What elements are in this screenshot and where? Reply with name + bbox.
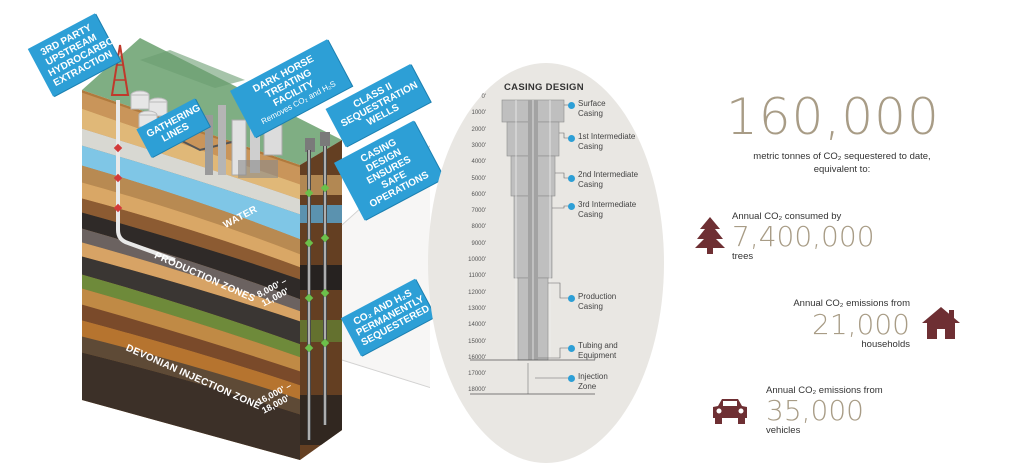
depth-tick: 4000' [471,159,487,166]
households-unit: households [861,339,910,350]
depth-tick: 6000' [471,191,487,198]
house-icon [922,307,960,339]
depth-tick: 16000' [468,354,486,361]
water-layer [82,145,300,240]
casing-marker [568,295,575,302]
car-icon [713,399,747,424]
depth-tick: 14000' [468,322,486,329]
depth-tick: 11000' [468,273,486,280]
drilling-rig-icon [110,44,130,96]
treating-facility-icon [205,105,283,178]
casing-marker [568,102,575,109]
depth-tick: 18000' [468,387,486,394]
casing-marker [568,135,575,142]
depth-tick: 13000' [468,305,486,312]
casing-title: CASING DESIGN [504,82,584,93]
earth-cross-section [82,38,430,460]
depth-tick: 1000' [471,110,487,117]
injection-wells [304,132,330,440]
depth-tick: 7000' [471,208,487,215]
depth-tick: 9000' [471,240,487,247]
depth-tick: 10000' [468,257,486,263]
depth-tick: 17000' [468,371,486,378]
depth-tick: 8000' [471,224,487,231]
casing-marker [568,345,575,352]
depth-axis: 0' 1000' 2000' 3000' 4000' 5000' 6000' 7000' 800… [456,58,496,468]
depth-tick: 0' [481,94,486,100]
geology-diagram: 3RD PARTY UPSTREAM HYDROCARBON EXTRACTIO… [0,0,444,473]
depth-tick: 5000' [471,175,487,182]
trees-value: 7,400,000 [732,220,875,253]
vehicles-label: Annual CO₂ emissions from [766,385,883,396]
depth-tick: 12000' [468,289,486,296]
tree-icon [695,217,725,254]
headline-caption-1: metric tonnes of CO₂ sequestered to date… [753,151,931,162]
stats-panel: 160,000 metric tonnes of CO₂ sequestered… [690,0,1024,473]
trees-label: Annual CO₂ consumed by [732,211,842,222]
storage-tanks-icon [130,90,168,128]
vehicles-value: 35,000 [766,394,864,427]
depth-tick: 3000' [471,142,487,149]
households-label: Annual CO₂ emissions from [793,298,910,309]
upstream-well-pipe [116,100,176,262]
households-value: 21,000 [812,308,910,341]
depth-tick: 15000' [468,338,486,345]
casing-marker [568,203,575,210]
vehicles-unit: vehicles [766,425,801,436]
casing-lens [428,63,664,463]
casing-marker [568,375,575,382]
depth-tick: 2000' [471,126,487,133]
headline-number: 160,000 [726,88,940,146]
casing-design-panel: CASING DESIGN 0' 1000' 2000' 3000' 4000' 5000… [420,58,672,468]
production-zone-layer [82,256,300,345]
trees-unit: trees [732,251,754,262]
headline-caption-2: equivalent to: [813,164,871,175]
casing-marker [568,175,575,182]
